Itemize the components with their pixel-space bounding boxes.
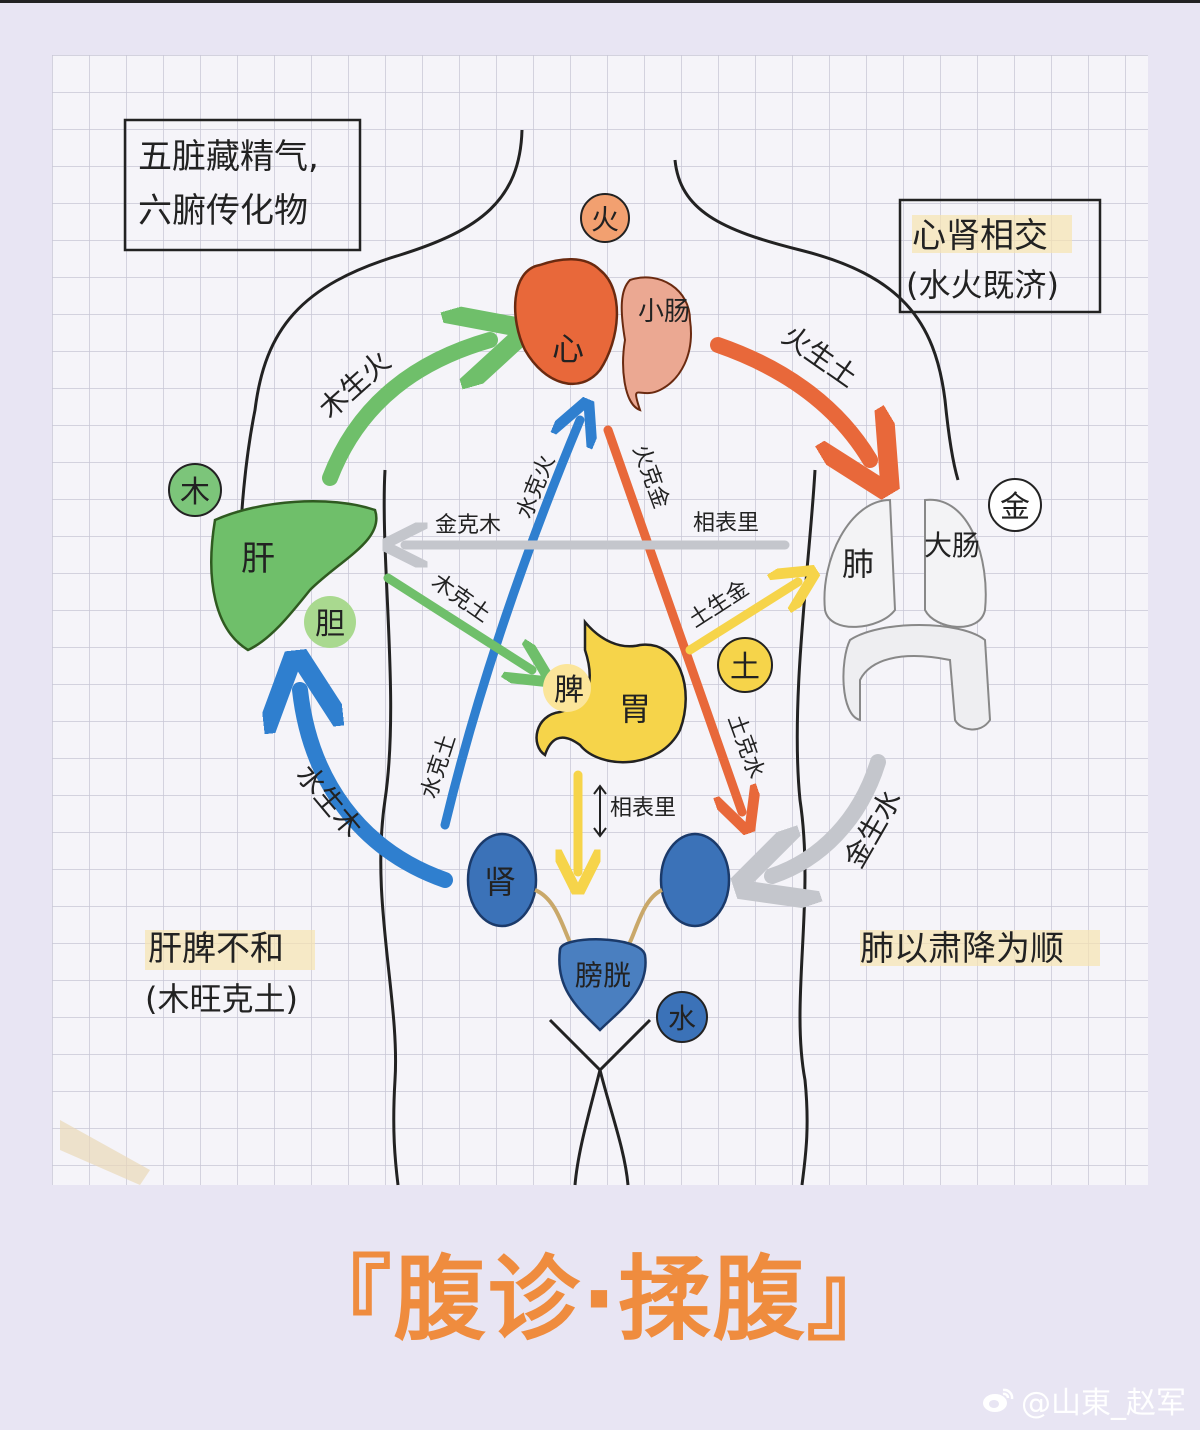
- watermark-text: @山東_赵军: [1021, 1386, 1186, 1421]
- bladder-icon: [558, 938, 647, 1032]
- stomach-icon: [535, 618, 687, 764]
- highlight: [860, 930, 1100, 966]
- organ-spleen-label: 脾: [554, 673, 584, 708]
- label-stomach-kidney-pair: 相表里: [610, 796, 676, 821]
- organ-bladder-label: 膀胱: [575, 959, 631, 992]
- element-badge-metal: [988, 478, 1042, 532]
- top-note-line1: 五脏藏精气,: [138, 137, 319, 177]
- label-lung-li-pair: 相表里: [693, 511, 759, 536]
- double-arrow-icon: [593, 784, 607, 838]
- element-metal-label: 金: [1000, 490, 1030, 525]
- arrow-fire-gen-earth: [710, 337, 870, 460]
- element-badge-earth: [717, 637, 773, 693]
- footer-title: 『腹诊·揉腹』: [299, 1246, 901, 1353]
- small-intestine-icon: [620, 276, 692, 412]
- top-note-line2: 六腑传化物: [138, 191, 308, 231]
- organ-liver-label: 肝: [241, 539, 275, 579]
- lung-right-icon: [924, 498, 987, 628]
- arrow-water-ctrl-fire: [440, 420, 580, 830]
- element-water-label: 水: [668, 1002, 696, 1035]
- lung-left-icon: [823, 498, 897, 628]
- element-badge-wood: [168, 463, 222, 517]
- liver-icon: [210, 500, 378, 652]
- fire-group: 火 心 小肠: [514, 193, 692, 412]
- organ-lung-label: 肺: [842, 545, 874, 583]
- earth-group: 土 脾 胃: [535, 618, 773, 764]
- weibo-logo-icon: [983, 1388, 1014, 1412]
- spleen-icon: [543, 664, 591, 712]
- kidney-right-icon: [659, 832, 731, 928]
- organ-large-intestine-label: 大肠: [924, 529, 980, 562]
- right-note-line1: 心肾相交: [912, 216, 1048, 256]
- element-fire-label: 火: [591, 203, 619, 236]
- metal-group: 金 肺 大肠: [823, 478, 1042, 731]
- arrow-earth-gen-metal: [685, 582, 798, 655]
- watermark: @山東_赵军: [981, 1378, 1186, 1422]
- right-note-box: [898, 198, 1102, 314]
- highlight: [145, 930, 315, 970]
- element-wood-label: 木: [180, 475, 210, 510]
- element-badge-fire: [580, 193, 630, 243]
- arrow-wood-ctrl-earth: [383, 573, 532, 670]
- organ-gallbladder-label: 胆: [315, 607, 345, 642]
- organ-stomach-label: 胃: [619, 690, 651, 728]
- arrow-water-gen-wood: [300, 690, 453, 888]
- left-bottom-note-line2: (木旺克土): [145, 980, 298, 1018]
- heart-icon: [514, 258, 619, 386]
- element-earth-label: 土: [730, 650, 760, 685]
- organ-kidney-label: 肾: [484, 863, 516, 901]
- organ-small-intestine-label: 小肠: [638, 297, 690, 327]
- gallbladder-icon: [304, 596, 356, 648]
- label-metal-ctrl-wood: 金克木: [435, 513, 501, 538]
- highlight: [912, 215, 1072, 253]
- tape: [60, 1120, 150, 1185]
- element-badge-water: [656, 991, 708, 1043]
- left-bottom-note-line1: 肝脾不和: [148, 929, 284, 969]
- top-note-box: [123, 118, 362, 252]
- arrow-fire-ctrl-metal: [603, 425, 742, 812]
- arrow-wood-gen-fire: [322, 340, 490, 486]
- right-bottom-note: 肺以肃降为顺: [860, 929, 1064, 969]
- kidney-left-icon: [466, 832, 538, 928]
- organ-heart-label: 心: [552, 330, 584, 368]
- arrow-metal-gen-water: [772, 754, 886, 876]
- right-note-line2: (水火既济): [906, 266, 1059, 304]
- water-group: 肾 膀胱 水: [466, 832, 731, 1043]
- top-border: [0, 0, 1200, 3]
- wood-group: 木 肝 胆: [168, 463, 378, 652]
- large-intestine-icon: [842, 624, 992, 731]
